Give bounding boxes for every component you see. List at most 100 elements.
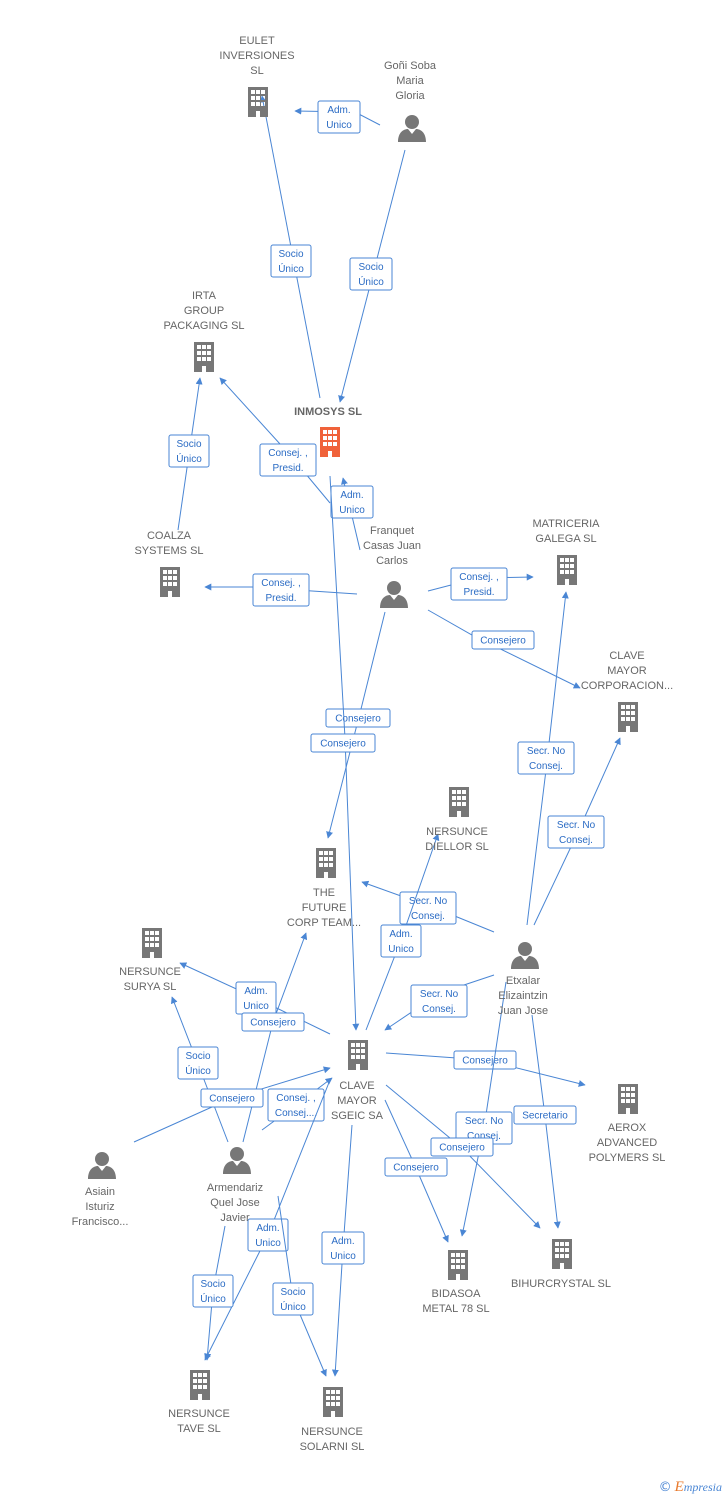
- edge-e27[interactable]: Adm. Unico: [204, 1079, 331, 1361]
- edge-e9[interactable]: Consejero: [427, 609, 581, 689]
- node-label: NERSUNCE: [301, 1426, 363, 1438]
- node-label: SOLARNI SL: [300, 1441, 365, 1453]
- edge-label-box: [267, 1088, 325, 1122]
- node-label: Carlos: [376, 555, 408, 567]
- edge-label-text: Adm.: [331, 1236, 354, 1247]
- person-icon: [223, 1147, 251, 1174]
- node-label: Gloria: [395, 90, 425, 102]
- node-label: SYSTEMS SL: [134, 545, 203, 557]
- node-label: PACKAGING SL: [163, 320, 244, 332]
- node-inmosys[interactable]: INMOSYS SL: [294, 406, 362, 457]
- edge-label-text: Unico: [330, 1251, 356, 1262]
- node-solarni[interactable]: NERSUNCE SOLARNI SL: [300, 1387, 365, 1453]
- edge-label-text: Consej.: [411, 911, 445, 922]
- edge-label-box: [168, 434, 210, 468]
- edge-label-box: [430, 1137, 494, 1157]
- edge-e24[interactable]: Secretario: [513, 1014, 577, 1229]
- brand-watermark[interactable]: ©Empresia: [659, 1479, 722, 1496]
- edge-label-box: [453, 1050, 517, 1070]
- edge-label-text: Presid.: [272, 463, 303, 474]
- node-label: Franquet: [370, 525, 414, 537]
- node-label: BIHURCRYSTAL SL: [511, 1278, 611, 1290]
- node-label: Elizaintzin: [498, 990, 548, 1002]
- building-icon: [142, 928, 162, 958]
- edge-e10[interactable]: Consejero: [325, 611, 391, 839]
- edge-e4[interactable]: Consej. , Presid.: [219, 377, 331, 504]
- edge-e1[interactable]: Adm.Unico: [294, 100, 381, 134]
- edge-label-text: Consej.: [467, 1131, 501, 1142]
- edge-label-text: Socio: [200, 1279, 225, 1290]
- edge-label-text: Consejero: [439, 1143, 485, 1154]
- building-icon: [248, 87, 268, 117]
- edge-e25[interactable]: Consejero: [385, 1084, 541, 1229]
- person-icon: [511, 942, 539, 969]
- edge-label-text: Secr. No: [527, 746, 566, 757]
- node-bihurcrystal[interactable]: BIHURCRYSTAL SL: [511, 1239, 611, 1290]
- node-label: SURYA SL: [124, 981, 177, 993]
- edge-e7[interactable]: Consej. ,Presid.: [204, 573, 358, 607]
- edge-e26[interactable]: Consejero: [384, 1099, 449, 1243]
- edge-e8[interactable]: Consej. ,Presid.: [427, 567, 534, 601]
- edge-e11[interactable]: Consejero: [310, 475, 376, 1031]
- edge-e22[interactable]: Consejero: [385, 1050, 586, 1087]
- edge-label-text: Unico: [255, 1238, 281, 1249]
- person-icon: [88, 1152, 116, 1179]
- edge-label-text: Consejero: [335, 714, 381, 725]
- building-icon: [194, 342, 214, 372]
- node-label: Armendariz: [207, 1182, 263, 1194]
- node-label: CLAVE: [339, 1080, 374, 1092]
- node-label: SL: [250, 65, 263, 77]
- edge-label-text: Unico: [243, 1001, 269, 1012]
- edge-label-text: Unico: [326, 120, 352, 131]
- edge-e15[interactable]: Adm.Unico: [365, 833, 440, 1031]
- edge-label-text: Adm.: [256, 1223, 279, 1234]
- edge-label-text: Secr. No: [420, 989, 459, 1000]
- edge-label-text: Secretario: [522, 1111, 568, 1122]
- edge-label-box: [380, 924, 422, 958]
- edge-label-box: [259, 443, 317, 477]
- node-label: MATRICERIA: [532, 518, 600, 530]
- edge-e30[interactable]: Adm. Unico: [321, 1124, 365, 1377]
- node-label: INVERSIONES: [219, 50, 294, 62]
- node-clavecorp[interactable]: CLAVEMAYORCORPORACION...: [581, 650, 673, 732]
- node-label: NERSUNCE: [426, 826, 488, 838]
- edge-e21[interactable]: Consej. ,Consej....: [261, 1077, 333, 1131]
- edge-e20[interactable]: Consejero: [133, 1066, 331, 1143]
- building-icon: [449, 787, 469, 817]
- edge-line: [219, 377, 331, 504]
- edge-e17[interactable]: Adm.Unico: [179, 962, 331, 1035]
- person-icon: [398, 115, 426, 142]
- edge-label-text: Consej....: [275, 1108, 317, 1119]
- edge-label-text: Presid.: [265, 593, 296, 604]
- edge-label-text: Consej. ,: [268, 448, 307, 459]
- edge-line: [329, 475, 360, 1031]
- node-asiain[interactable]: AsiainIsturizFrancisco...: [72, 1152, 129, 1228]
- edge-label-text: Unico: [339, 505, 365, 516]
